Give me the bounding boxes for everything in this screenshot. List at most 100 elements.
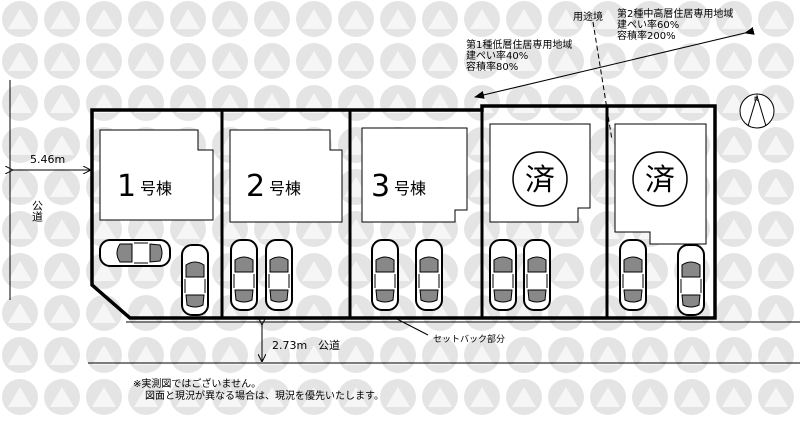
watermark-logo-mark [302,387,326,407]
watermark-logo-mark [764,9,788,29]
watermark-logo-mark [638,345,662,365]
watermark-logo-mark [50,93,74,113]
watermark-logo-mark [260,345,284,365]
watermark-logo-mark [428,51,452,71]
parking-car [523,239,551,311]
left-zone-far: 容積率80% [466,60,518,73]
watermark-logo-mark [176,93,200,113]
parking-car [371,239,399,311]
watermark-logo-mark [92,93,116,113]
right-zone-coverage: 建ぺい率60% [617,18,679,31]
watermark-logo-mark [344,93,368,113]
watermark-logo-mark [92,261,116,281]
watermark-logo-mark [92,9,116,29]
watermark-logo-mark [596,9,620,29]
watermark-logo-mark [596,387,620,407]
watermark-logo-mark [344,387,368,407]
watermark-logo-mark [134,93,158,113]
watermark-logo-mark [554,219,578,239]
west-road-label: 公道 [31,200,44,222]
lot-2: 2 号棟 [229,129,343,223]
svg-text:1: 1 [117,169,136,204]
watermark-logo-mark [638,387,662,407]
watermark-logo-mark [512,345,536,365]
watermark-logo-mark [554,387,578,407]
sold-badge [632,151,688,207]
watermark-logo-mark [470,9,494,29]
south-road-width: 2.73m [272,339,307,352]
watermark-logo-mark [218,93,242,113]
watermark-logo-mark [680,387,704,407]
watermark-logo-mark [470,93,494,113]
watermark-logo-mark [92,345,116,365]
watermark-logo-mark [218,51,242,71]
watermark-logo-mark [470,387,494,407]
parking-car [619,239,647,311]
watermark-logo-mark [302,345,326,365]
lot-5-sold: 済 [614,123,707,245]
watermark-logo-mark [764,177,788,197]
watermark-logo-mark [722,219,746,239]
setback-label: セットバック部分 [433,333,505,345]
watermark-logo-mark [764,345,788,365]
watermark-logo-mark [176,345,200,365]
watermark-logo-mark [134,261,158,281]
watermark-logo-mark [596,93,620,113]
watermark-logo-mark [50,387,74,407]
watermark-logo-mark [134,51,158,71]
watermark-logo-mark [302,219,326,239]
watermark-logo-mark [428,219,452,239]
watermark-logo-mark [260,93,284,113]
watermark-logo-mark [302,261,326,281]
watermark-logo-mark [260,219,284,239]
zoning-arrow [474,27,755,99]
watermark-logo-mark [680,9,704,29]
north-compass-icon: N [739,93,775,129]
watermark-logo-mark [386,345,410,365]
south-road-label: 公道 [318,338,340,352]
svg-text:済: 済 [525,163,555,198]
watermark-logo-mark [50,177,74,197]
left-zone-name: 第1種低層住居専用地域 [466,38,572,51]
watermark-logo-mark [8,135,32,155]
watermark-logo-mark [218,9,242,29]
watermark-logo-mark [8,261,32,281]
watermark-logo-mark [428,93,452,113]
watermark-logo-mark [8,177,32,197]
watermark-logo-mark [554,93,578,113]
watermark-logo-mark [764,135,788,155]
svg-text:2: 2 [246,169,265,204]
svg-text:号棟: 号棟 [394,179,426,198]
watermark-logo-mark [134,219,158,239]
zoning-boundary-line [592,21,613,141]
watermark-logo-mark [764,387,788,407]
watermark-logo-mark [260,9,284,29]
watermark-logo-mark [260,51,284,71]
watermark-logo-mark [722,135,746,155]
lot-3: 3 号棟 [361,127,468,223]
svg-text:号棟: 号棟 [140,179,172,198]
parking-car [265,239,293,311]
parking-car [415,239,443,311]
setback-leader [394,317,429,336]
svg-text:N: N [754,96,759,103]
watermark-logo-mark [302,9,326,29]
zoning-boundary-label: 用途境 [573,10,603,23]
watermark-logo-mark [8,303,32,323]
watermark-logo-mark [8,9,32,29]
watermark-logo-mark [680,93,704,113]
svg-text:号棟: 号棟 [269,179,301,198]
lot-4-sold: 済 [489,123,591,223]
watermark-logo-mark [50,9,74,29]
watermark-logo-mark [386,93,410,113]
watermark-logo-mark [218,219,242,239]
watermark-logo-mark [92,303,116,323]
watermark-logo-mark [8,345,32,365]
watermark-logo-mark [344,345,368,365]
svg-text:3: 3 [371,169,390,204]
west-road-width: 5.46m [30,153,65,166]
watermark-logo-mark [50,345,74,365]
watermark-logo-mark [302,93,326,113]
parking-car [489,239,517,311]
